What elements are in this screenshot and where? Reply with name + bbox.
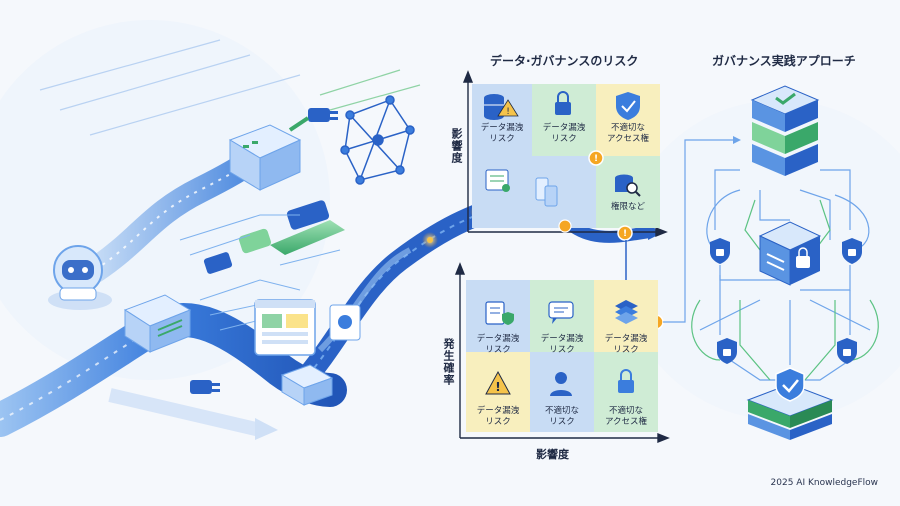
data-streams <box>39 39 421 136</box>
risk-matrix-title: データ·ガバナンスのリスク <box>490 54 639 68</box>
risk-cell-2-label: データ漏洩 リスク <box>542 123 586 144</box>
prob-cell-5-label: 不適切な リスク <box>544 406 579 427</box>
layered-stack-icon <box>615 300 638 324</box>
user-icon <box>550 372 572 396</box>
risk-cell-2 <box>532 84 596 156</box>
checkpoint-icon <box>535 177 558 207</box>
footer-credit: 2025 AI KnowledgeFlow <box>770 478 878 488</box>
risk-cell-4 <box>472 156 532 228</box>
risk-cell-3-label: 不適切な アクセス権 <box>606 123 650 144</box>
plug-connector-icon <box>288 108 338 132</box>
green-network-lines <box>691 199 879 381</box>
central-cube-icon <box>758 221 822 286</box>
svg-text:!: ! <box>506 107 510 117</box>
approach-title: ガバナンス実践アプローチ <box>712 54 856 68</box>
storage-device-icon <box>280 364 334 406</box>
risk-cell-1 <box>472 84 532 156</box>
risk-cell-6-label: 権限など <box>610 202 645 212</box>
svg-text:!: ! <box>495 380 500 394</box>
dashboard-window-icon <box>254 299 361 356</box>
network-mesh-icon <box>340 95 415 185</box>
processing-hub-icon <box>228 124 302 191</box>
prob-cell-3-label: データ漏洩 リスク <box>604 334 648 355</box>
prob-cell-1-label: データ漏洩 リスク <box>476 334 520 355</box>
approach-connector <box>663 136 741 323</box>
prob-cell-6-label: 不適切な アクセス権 <box>604 406 648 427</box>
warning-triangle-icon: ! <box>485 370 511 395</box>
probability-x-axis-label: 影響度 <box>536 448 569 461</box>
ai-robot-icon <box>48 245 112 310</box>
lock-icon <box>555 91 571 115</box>
green-connector-icon <box>238 200 345 255</box>
data-router-icon <box>123 294 192 353</box>
chat-bubble-icon <box>548 301 574 324</box>
document-icon <box>485 169 510 192</box>
search-database-icon <box>615 174 641 197</box>
database-warning-icon: ! <box>484 94 519 120</box>
padlock-icon <box>618 369 634 393</box>
prob-cell-4-label: データ漏洩 リスク <box>476 406 520 427</box>
plug-icon <box>190 252 233 394</box>
risk-y-axis-label: 影響度 <box>450 128 463 164</box>
probability-matrix-grid <box>466 280 658 432</box>
probability-y-axis-label: 発生確率 <box>442 338 455 386</box>
prob-cell-2-label: データ漏洩 リスク <box>540 334 584 355</box>
risk-matrix-grid <box>472 84 660 228</box>
svg-text:!: ! <box>623 229 627 239</box>
svg-text:!: ! <box>594 154 598 164</box>
probability-matrix-axes <box>454 262 670 444</box>
server-stack-icon <box>750 85 820 176</box>
secure-platform-icon <box>746 367 834 440</box>
risk-cell-1-label: データ漏洩 リスク <box>480 123 524 144</box>
shield-lock-icon <box>710 238 862 364</box>
shield-icon <box>616 92 640 120</box>
document-shield-icon <box>485 301 514 325</box>
